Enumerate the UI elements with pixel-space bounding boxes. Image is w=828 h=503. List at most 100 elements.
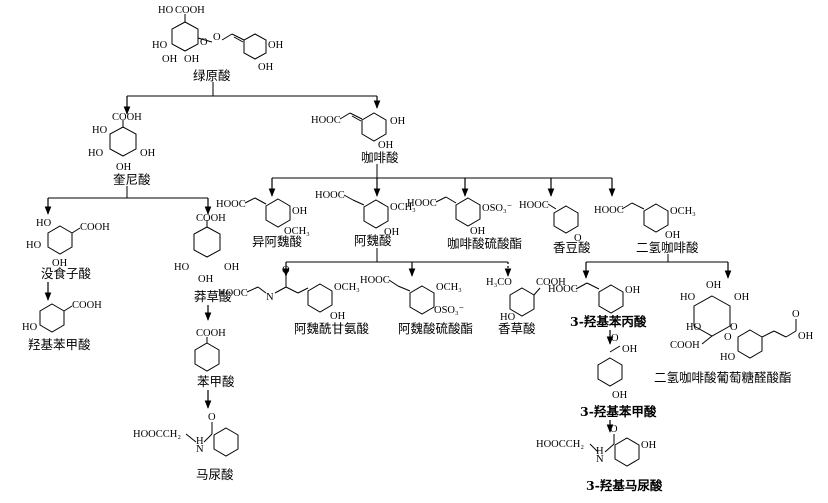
compound-3-hydroxyphenylpropionic-acid: 3-羟基苯丙酸: [570, 314, 647, 329]
caffeic-acid-structure: HOOC OH OH: [311, 112, 406, 151]
compound-dihydrocaffeic-acid: 二氢咖啡酸: [636, 240, 699, 255]
group-label: HO: [680, 292, 696, 303]
ferulic-acid-structure: HOOC OCH₃ OH: [315, 190, 416, 238]
group-label: OH: [706, 280, 722, 291]
group-label: OCH₃: [284, 226, 310, 237]
group-label: N: [596, 454, 604, 465]
group-label: N: [196, 444, 204, 455]
hippuric-acid-structure: HOOCCH₂ N H O: [133, 412, 239, 457]
isoferulic-acid-structure: HOOC OH OCH₃: [216, 197, 310, 237]
group-label: OH: [641, 440, 657, 451]
feruloylglycine-structure: HOOC N O OCH₃ OH: [218, 265, 360, 322]
group-label: O: [213, 32, 221, 43]
group-label: OH: [390, 116, 406, 127]
compound-hippuric-acid: 马尿酸: [196, 467, 234, 482]
group-label: COOH: [112, 112, 142, 123]
group-label: N: [266, 292, 274, 303]
group-label: OH: [162, 54, 178, 65]
group-label: OH: [258, 62, 274, 73]
group-label: OCH₃: [334, 282, 360, 293]
group-label: OCH₃: [670, 206, 696, 217]
group-label: HO: [88, 148, 104, 159]
group-label: COOH: [536, 277, 566, 288]
group-label: OCH₃: [436, 282, 462, 293]
group-label: COOH: [196, 328, 226, 339]
compound-benzoic-acid: 苯甲酸: [197, 374, 235, 389]
caffeic-acid-sulfate-structure: HOOC OSO₃⁻ OH: [407, 196, 513, 237]
group-label: H₃CO: [486, 277, 512, 288]
group-label: O: [282, 265, 290, 276]
group-label: COOH: [670, 340, 700, 351]
hydroxybenzoic-acid-structure: COOH HO: [22, 300, 102, 333]
group-label: OH: [622, 344, 638, 355]
group-label: HO: [174, 262, 190, 273]
compound-ferulic-acid-sulfate: 阿魏酸硫酸酯: [398, 321, 473, 336]
group-label: OH: [612, 390, 628, 401]
group-label: HO: [158, 5, 174, 16]
group-label: O: [730, 322, 738, 333]
gallic-acid-structure: COOH HO HO OH: [26, 218, 110, 269]
group-label: OH: [330, 311, 346, 322]
group-label: HOOC: [360, 275, 390, 286]
group-label: HO: [720, 352, 736, 363]
compound-3-hydroxybenzoic-acid: 3-羟基苯甲酸: [580, 404, 657, 419]
group-label: COOH: [72, 300, 102, 311]
group-label: HOOC: [594, 205, 624, 216]
group-label: COOH: [196, 213, 226, 224]
group-label: OH: [384, 227, 400, 238]
group-label: O: [200, 37, 208, 48]
dihydrocaffeic-acid-structure: HOOC OCH₃ OH: [594, 202, 696, 241]
group-label: HOOC: [407, 198, 437, 209]
group-label: OH: [268, 40, 284, 51]
group-label: O: [792, 309, 800, 320]
compound-vanillic-acid: 香草酸: [498, 321, 536, 336]
group-label: OH: [140, 148, 156, 159]
group-label: OCH₃: [390, 202, 416, 213]
group-label: O: [610, 424, 618, 435]
group-label: O: [574, 233, 582, 244]
quinic-acid-structure: COOH HO HO OH OH: [88, 112, 156, 173]
compound-chlorogenic-acid: 绿原酸: [193, 68, 231, 83]
group-label: OH: [625, 285, 641, 296]
group-label: OH: [734, 292, 750, 303]
group-label: OSO₃⁻: [434, 305, 465, 316]
group-label: OH: [665, 230, 681, 241]
group-label: O: [611, 333, 619, 344]
group-label: HOOC: [216, 199, 246, 210]
hydroxyhippuric-acid-structure: HOOCCH₂ N H O OH: [536, 424, 657, 467]
group-label: OH: [52, 258, 68, 269]
benzoic-acid-structure: COOH: [194, 328, 226, 372]
group-label: HOOCCH₂: [536, 439, 584, 450]
group-label: HOOC: [548, 284, 578, 295]
group-label: OH: [224, 262, 240, 273]
dihydrocaffeic-glucuronide-structure: OH HO OH O HO COOH O HO O OH: [670, 280, 814, 363]
group-label: HO: [152, 40, 168, 51]
group-label: HO: [22, 322, 38, 333]
compound-feruloylglycine: 阿魏酰甘氨酸: [294, 321, 370, 336]
compound-3-hydroxyhippuric-acid: 3-羟基马尿酸: [586, 478, 663, 493]
hydroxyphenylpropionic-acid-structure: HOOC OH: [548, 282, 641, 314]
compound-shikimic-acid: 莽草酸: [194, 289, 232, 304]
hydroxybenzoic-acid-3-structure: O OH OH: [597, 333, 638, 401]
coumaric-acid-structure: HOOC O: [519, 200, 582, 244]
group-label: HO: [686, 322, 702, 333]
group-label: H: [196, 436, 204, 447]
group-label: OH: [378, 140, 394, 151]
group-label: OH: [116, 162, 132, 173]
group-label: O: [724, 332, 732, 343]
group-label: COOH: [175, 5, 205, 16]
group-label: OH: [798, 331, 814, 342]
ferulic-acid-sulfate-structure: HOOC OCH₃ OSO₃⁻: [360, 275, 465, 316]
group-label: HO: [92, 125, 108, 136]
compound-isoferulic-acid: 异阿魏酸: [252, 234, 303, 249]
group-label: HO: [36, 218, 52, 229]
group-label: HOOC: [311, 115, 341, 126]
shikimic-acid-structure: COOH HO OH OH: [174, 213, 240, 285]
group-label: HO: [500, 312, 516, 323]
compound-ferulic-acid: 阿魏酸: [354, 233, 392, 248]
group-label: HOOCCH₂: [133, 429, 181, 440]
vanillic-acid-structure: H₃CO COOH HO: [486, 277, 566, 323]
group-label: HO: [26, 240, 42, 251]
compound-coumaric-acid: 香豆酸: [553, 240, 591, 255]
